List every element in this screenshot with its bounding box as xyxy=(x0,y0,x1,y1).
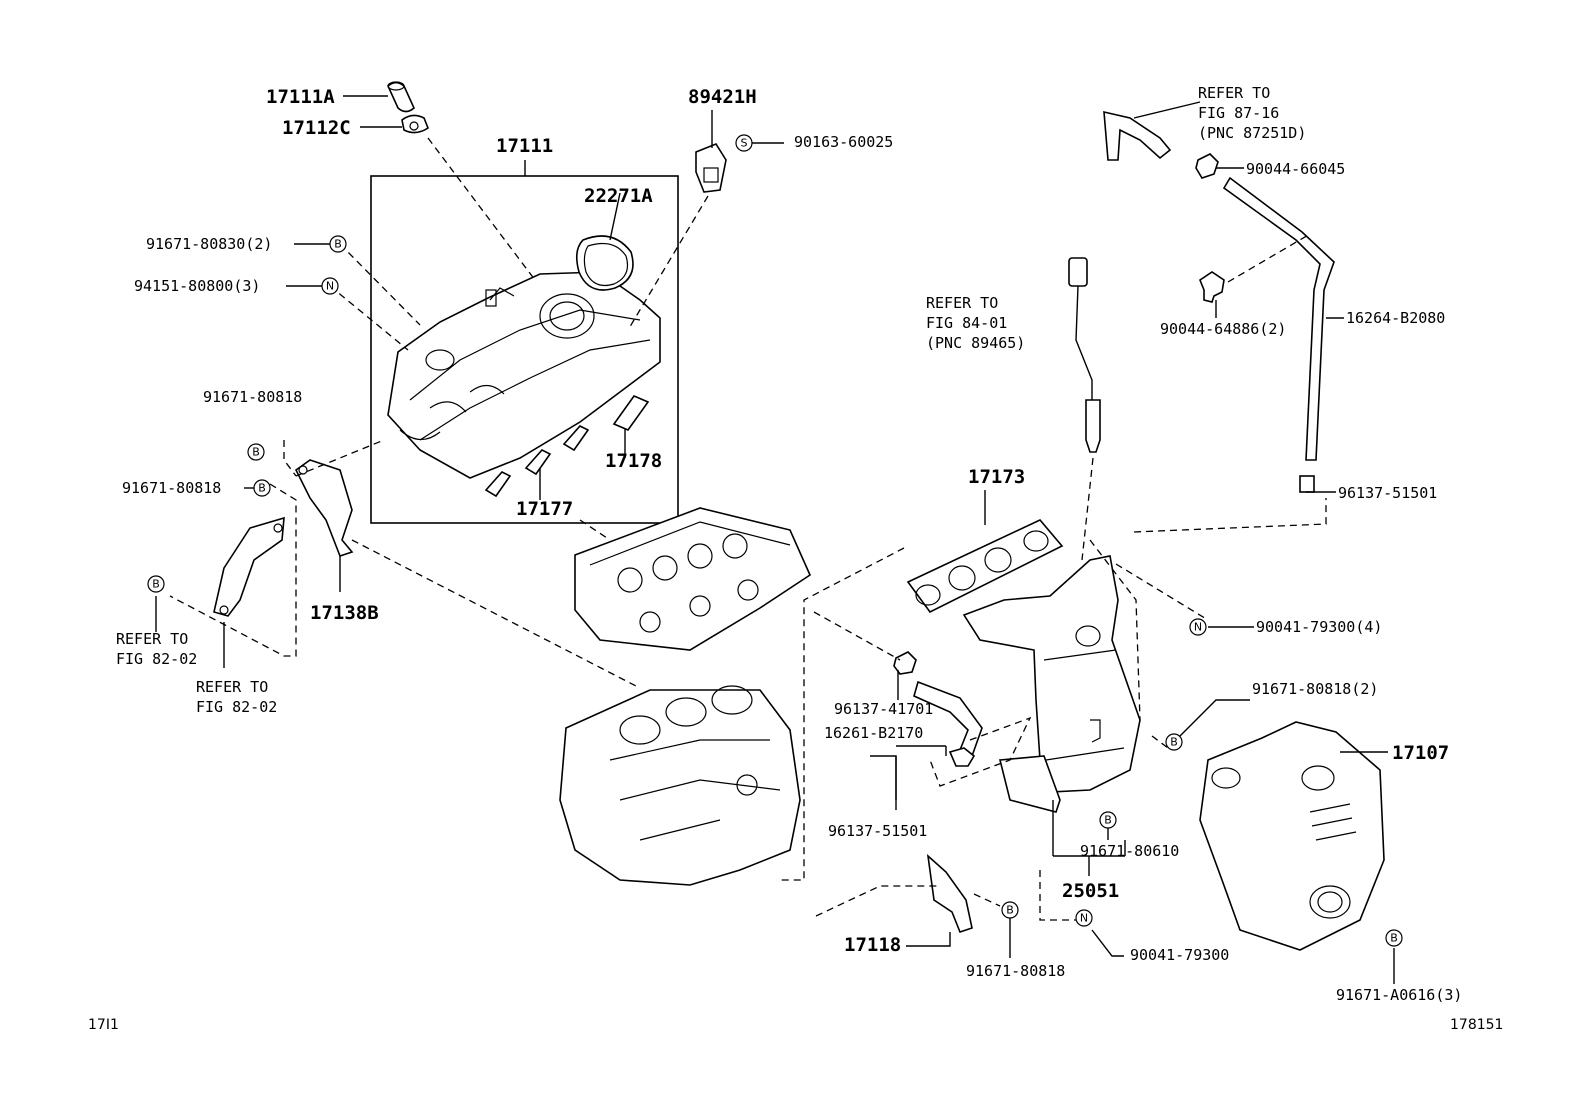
part-cylinder-head xyxy=(574,507,812,651)
bolt-marker: B xyxy=(1001,901,1019,919)
label-90163-60025[interactable]: 90163-60025 xyxy=(794,133,894,151)
label-17118[interactable]: 17118 xyxy=(844,934,902,956)
part-engine-block xyxy=(559,685,801,886)
refer-87-16-line3: (PNC 87251D) xyxy=(1198,124,1307,142)
label-17107[interactable]: 17107 xyxy=(1392,742,1450,764)
refer-82-02-b-line1: REFER TO xyxy=(196,678,269,696)
footer-figure-code: 17I1 xyxy=(88,1017,119,1033)
bolt-marker: B xyxy=(1385,929,1403,947)
svg-text:B: B xyxy=(1390,932,1398,945)
label-25051[interactable]: 25051 xyxy=(1062,880,1120,902)
svg-text:S: S xyxy=(741,137,748,150)
label-91671-80818-left[interactable]: 91671-80818 xyxy=(122,479,222,497)
label-90041-79300[interactable]: 90041-79300 xyxy=(1130,946,1230,964)
label-96137-51501-right[interactable]: 96137-51501 xyxy=(1338,484,1438,502)
nut-marker: N xyxy=(1189,618,1207,636)
part-17178-port-gasket[interactable] xyxy=(612,395,650,458)
bolt-marker: B xyxy=(253,479,271,497)
label-91671-80818-bottom[interactable]: 91671-80818 xyxy=(966,962,1066,980)
oxygen-sensor-refer-84-01[interactable] xyxy=(1068,257,1101,561)
connector-refer-87-16[interactable] xyxy=(1103,101,1201,161)
svg-text:B: B xyxy=(1104,814,1112,827)
part-17138B-bracket[interactable] xyxy=(294,459,354,592)
label-17111[interactable]: 17111 xyxy=(496,135,554,157)
part-90044-64886-clamp[interactable] xyxy=(1199,233,1311,318)
refer-87-16-line1: REFER TO xyxy=(1198,84,1271,102)
part-17112C-clamp[interactable] xyxy=(360,114,536,281)
part-17107-heat-shield[interactable] xyxy=(1199,721,1388,951)
bracket-refer-82-02[interactable] xyxy=(213,516,285,668)
assembly-dashed-lines xyxy=(169,243,1327,921)
footer-illustration-number: 178151 xyxy=(1450,1017,1504,1033)
bolt-marker: B xyxy=(247,443,265,461)
fastener-markers: S B N B B B N B B B N B xyxy=(147,134,1403,947)
refer-82-02-b-line2[interactable]: FIG 82-02 xyxy=(196,698,278,716)
bolt-marker: B xyxy=(1165,733,1183,751)
part-17111A-hose[interactable] xyxy=(343,81,415,113)
svg-text:B: B xyxy=(252,446,260,459)
svg-text:N: N xyxy=(326,280,334,293)
refer-87-16-line2[interactable]: FIG 87-16 xyxy=(1198,104,1280,122)
screw-marker: S xyxy=(735,134,753,152)
svg-text:B: B xyxy=(1170,736,1178,749)
refer-84-01-line1: REFER TO xyxy=(926,294,999,312)
label-90041-79300-4[interactable]: 90041-79300(4) xyxy=(1256,618,1383,636)
label-91671-80830[interactable]: 91671-80830(2) xyxy=(146,235,273,253)
label-90044-66045[interactable]: 90044-66045 xyxy=(1246,160,1346,178)
svg-text:N: N xyxy=(1080,912,1088,925)
svg-text:B: B xyxy=(152,578,160,591)
part-17118-bracket[interactable] xyxy=(906,853,973,947)
label-90044-64886[interactable]: 90044-64886(2) xyxy=(1160,320,1287,338)
bolt-marker: B xyxy=(147,575,165,593)
label-91671-80818-2[interactable]: 91671-80818(2) xyxy=(1252,680,1379,698)
part-90044-66045-clamp[interactable] xyxy=(1195,153,1244,179)
bolt-marker: B xyxy=(1099,811,1117,829)
label-17112C[interactable]: 17112C xyxy=(282,117,351,139)
refer-82-02-a-line1: REFER TO xyxy=(116,630,189,648)
svg-text:B: B xyxy=(258,482,266,495)
label-22271A[interactable]: 22271A xyxy=(584,185,653,207)
label-16261-B2170[interactable]: 16261-B2170 xyxy=(824,724,924,742)
label-17178[interactable]: 17178 xyxy=(605,450,663,472)
label-89421H[interactable]: 89421H xyxy=(688,86,757,108)
label-17177[interactable]: 17177 xyxy=(516,498,574,520)
svg-text:B: B xyxy=(334,238,342,251)
bolt-marker: B xyxy=(329,235,347,253)
refer-82-02-a-line2[interactable]: FIG 82-02 xyxy=(116,650,198,668)
part-16261-B2170-hose[interactable] xyxy=(870,651,983,810)
label-17138B[interactable]: 17138B xyxy=(310,602,379,624)
label-17173[interactable]: 17173 xyxy=(968,466,1026,488)
label-96137-51501-lower[interactable]: 96137-51501 xyxy=(828,822,928,840)
svg-text:B: B xyxy=(1006,904,1014,917)
nut-marker: N xyxy=(1075,909,1093,927)
label-96137-41701[interactable]: 96137-41701 xyxy=(834,700,934,718)
label-17111A[interactable]: 17111A xyxy=(266,86,335,108)
part-17173-exhaust-gasket[interactable] xyxy=(906,490,1064,614)
label-16264-B2080[interactable]: 16264-B2080 xyxy=(1346,309,1446,327)
nut-marker: N xyxy=(321,277,339,295)
refer-84-01-line2[interactable]: FIG 84-01 xyxy=(926,314,1008,332)
refer-84-01-line3: (PNC 89465) xyxy=(926,334,1026,352)
part-17177-port-gaskets[interactable] xyxy=(484,425,590,500)
label-94151-80800[interactable]: 94151-80800(3) xyxy=(134,277,261,295)
part-17111-intake-manifold[interactable] xyxy=(387,271,661,479)
leader-lines xyxy=(155,142,1395,984)
part-25051-exhaust-manifold[interactable] xyxy=(962,555,1141,876)
part-22271A-gasket[interactable] xyxy=(575,192,634,291)
svg-text:N: N xyxy=(1194,621,1202,634)
part-16264-B2080-hose[interactable] xyxy=(1222,176,1344,493)
label-91671-80610[interactable]: 91671-80610 xyxy=(1080,842,1180,860)
label-91671-A0616[interactable]: 91671-A0616(3) xyxy=(1336,986,1463,1004)
label-91671-80818-upper[interactable]: 91671-80818 xyxy=(203,388,303,406)
intake-manifold-group-box xyxy=(370,160,679,524)
part-89421H-sensor[interactable] xyxy=(627,110,727,331)
